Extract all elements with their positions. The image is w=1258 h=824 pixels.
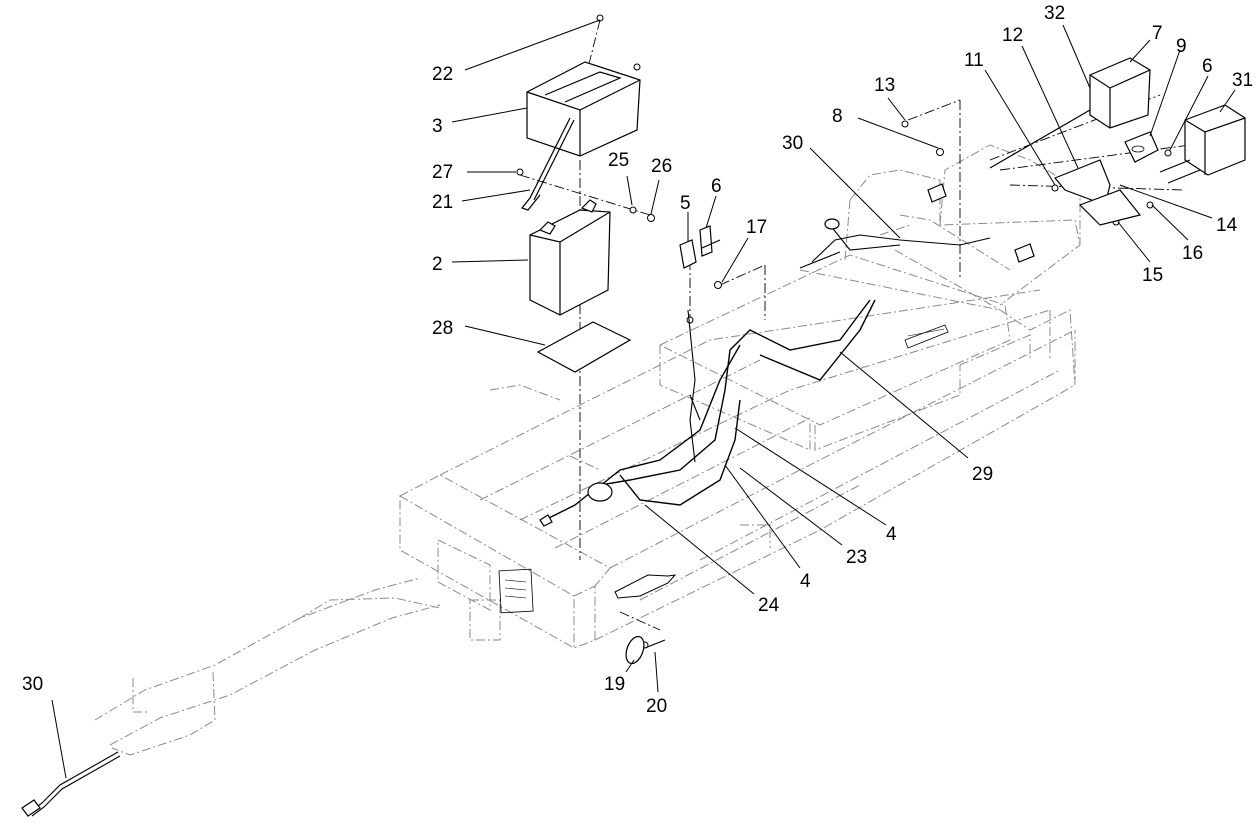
callout-6: 6 xyxy=(711,176,722,197)
callout-14: 14 xyxy=(1216,215,1238,236)
wiring-harness xyxy=(539,159,1201,527)
chassis-frame-phantom xyxy=(94,144,1081,756)
callout-28: 28 xyxy=(432,318,453,339)
battery-cover xyxy=(526,14,641,157)
callout-4: 4 xyxy=(886,524,897,545)
callout-3: 3 xyxy=(432,116,443,137)
callout-16: 16 xyxy=(1182,243,1203,264)
callout-2: 2 xyxy=(432,254,443,275)
callout-31: 31 xyxy=(1232,70,1253,91)
callout-29: 29 xyxy=(972,464,993,485)
tongue-harness xyxy=(21,751,121,817)
light-lens xyxy=(1124,131,1159,163)
callout-21: 21 xyxy=(432,192,453,213)
callout-13: 13 xyxy=(874,75,895,96)
leader-lines xyxy=(51,19,1236,779)
callout-24: 24 xyxy=(758,595,780,616)
mounting-bracket xyxy=(1054,159,1142,226)
callout-17: 17 xyxy=(746,217,767,238)
callout-5: 5 xyxy=(680,193,691,214)
callout-22: 22 xyxy=(432,64,453,85)
callout-labels: 22 3 27 21 25 26 2 28 5 6 17 30 29 4 23 … xyxy=(22,3,1253,717)
callout-27: 27 xyxy=(432,162,453,183)
callout-4b: 4 xyxy=(800,571,811,592)
light-left xyxy=(989,57,1151,169)
callout-20: 20 xyxy=(646,696,667,717)
callout-26: 26 xyxy=(651,156,672,177)
battery-strap xyxy=(520,117,575,211)
callout-30b: 30 xyxy=(22,674,43,695)
callout-25: 25 xyxy=(608,150,629,171)
callout-32: 32 xyxy=(1044,3,1065,24)
callout-6b: 6 xyxy=(1202,56,1213,77)
battery-pad xyxy=(536,321,632,373)
decal-group xyxy=(498,324,949,614)
callout-11: 11 xyxy=(964,50,984,71)
callout-23: 23 xyxy=(846,547,867,568)
callout-19: 19 xyxy=(604,674,625,695)
callout-15: 15 xyxy=(1142,265,1163,286)
hardware-small xyxy=(516,120,1172,649)
callout-30: 30 xyxy=(782,133,803,154)
wheel-hub xyxy=(625,635,666,665)
callout-8: 8 xyxy=(832,106,843,127)
battery xyxy=(529,199,611,316)
callout-7: 7 xyxy=(1152,23,1163,44)
callout-12: 12 xyxy=(1002,25,1023,46)
light-right xyxy=(1184,104,1246,176)
switch-and-bracket xyxy=(679,225,721,324)
callout-9: 9 xyxy=(1176,36,1187,57)
